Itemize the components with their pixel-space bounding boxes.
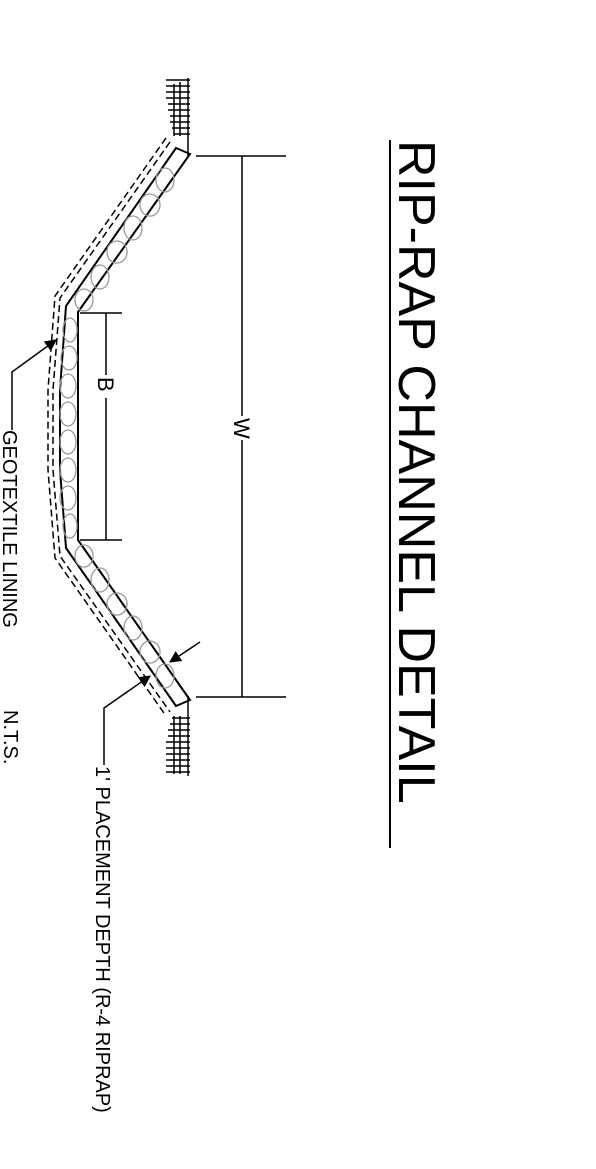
geotextile-lining: [47, 137, 171, 717]
geotextile-label: GEOTEXTILE LINING: [0, 430, 20, 628]
geotextile-leader: [11, 339, 57, 430]
ground-hatch-bottom: [166, 696, 190, 776]
bottom-width-dimension: [80, 312, 122, 541]
riprap-layer: [59, 146, 192, 708]
placement-depth-leader: [103, 675, 151, 765]
depth-arrow: [169, 641, 201, 663]
scale-note: N.T.S.: [0, 710, 21, 764]
ground-hatch-top: [166, 78, 190, 156]
page-title: RIP-RAP CHANNEL DETAIL: [387, 140, 445, 804]
bottom-width-label: B: [93, 377, 118, 392]
placement-depth-label: 1' PLACEMENT DEPTH (R-4 RIPRAP): [91, 766, 113, 1113]
top-width-label: W: [229, 418, 254, 439]
top-width-dimension: [196, 155, 286, 698]
